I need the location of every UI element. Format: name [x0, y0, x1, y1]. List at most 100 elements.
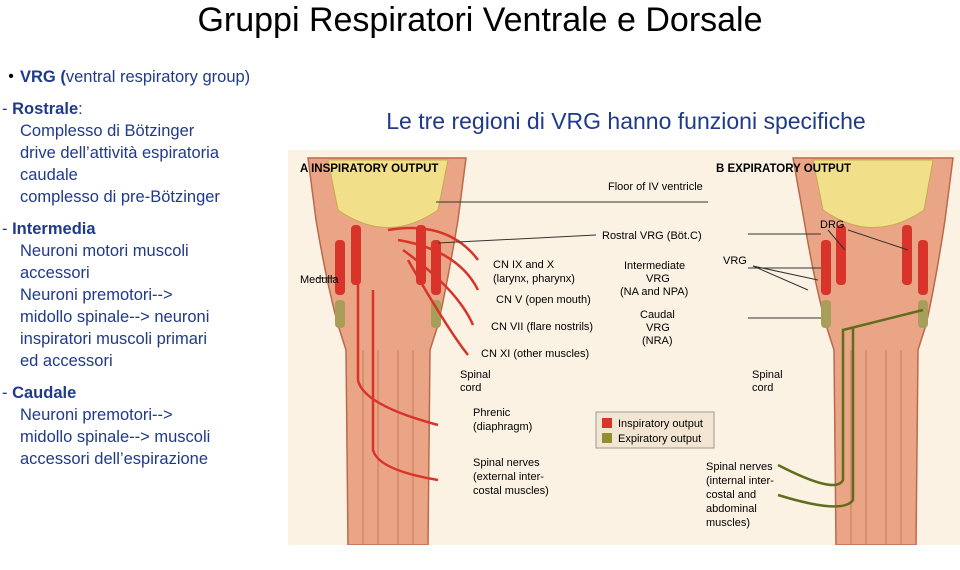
output-path-red: [387, 226, 479, 261]
section-line: Neuroni premotori-->: [20, 406, 173, 424]
legend-swatch-expiratory: [602, 433, 612, 443]
section-line: Complesso di Bötzinger: [20, 122, 195, 140]
panel-b-label: B EXPIRATORY OUTPUT: [716, 163, 851, 175]
intermediate-vrg-line: (NA and NPA): [620, 286, 688, 298]
section-line: inspiratori muscoli primari: [20, 330, 208, 348]
vrg-abbrev: VRG (: [20, 68, 66, 86]
brainstem-diagram: A INSPIRATORY OUTPUT B EXPIRATORY OUTPUT…: [300, 157, 954, 546]
slide-title: Gruppi Respiratori Ventrale e Dorsale: [197, 1, 763, 39]
panel-a-label: A INSPIRATORY OUTPUT: [300, 163, 438, 175]
drg-column-right-a: [836, 225, 846, 285]
vrg-bullet: • VRG (ventral respiratory group): [2, 66, 284, 88]
vrg-column-left-a: [335, 240, 345, 295]
iv-ventricle-left: [327, 159, 449, 228]
vrg-pointer: [752, 265, 819, 281]
section-rostrale: - Rostrale: Complesso di Bötzinger drive d…: [2, 98, 284, 208]
caudal-vrg-left-a: [335, 300, 345, 328]
expiratory-path: [777, 308, 924, 487]
rostral-vrg-pointer: [437, 234, 597, 244]
floor-label: Floor of IV ventricle: [608, 181, 703, 193]
section-line: accessori: [20, 264, 90, 282]
iv-ventricle-right: [812, 159, 934, 228]
intermediate-vrg-line: Intermediate: [624, 260, 685, 272]
spinal-cord-right-label: cord: [752, 382, 773, 394]
rostral-vrg-label: Rostral VRG (Böt.C): [602, 230, 702, 242]
vrg-column-left-b: [431, 240, 441, 295]
section-line: ed accessori: [20, 352, 113, 370]
section-suffix: :: [78, 100, 83, 118]
section-heading: - Rostrale:: [2, 98, 284, 120]
section-heading: - Caudale: [2, 382, 284, 404]
section-prefix: -: [2, 220, 13, 238]
intermediate-vrg-line: VRG: [646, 273, 670, 285]
medulla-label: Medulla: [300, 274, 339, 286]
spinal-nerves-left-line: Spinal nerves: [473, 457, 540, 469]
spinal-nerves-left-line: costal muscles): [473, 485, 549, 497]
section-line: midollo spinale--> neuroni: [20, 308, 210, 326]
vrg-bullet-text: VRG (ventral respiratory group): [20, 66, 250, 88]
cn-v-label: CN V (open mouth): [496, 294, 591, 306]
caudal-vrg-line: (NRA): [642, 335, 673, 347]
brainstem-figure: A INSPIRATORY OUTPUT B EXPIRATORY OUTPUT…: [288, 150, 960, 546]
figure-subtitle: Le tre regioni di VRG hanno funzioni spe…: [386, 108, 866, 134]
caudal-vrg-left-b: [431, 300, 441, 328]
section-heading-text: Caudale: [12, 384, 77, 402]
section-heading: - Intermedia: [2, 218, 284, 240]
spinal-nerves-right-line: abdominal: [706, 503, 757, 515]
section-line: caudale: [20, 166, 78, 184]
legend-inspiratory: Inspiratory output: [618, 418, 703, 430]
section-line: accessori dell’espirazione: [20, 450, 209, 468]
drg-label: DRG: [820, 219, 844, 231]
phrenic-path: [356, 280, 439, 427]
phrenic-label: (diaphragm): [473, 421, 532, 433]
output-path-red: [397, 238, 480, 291]
spinal-nerves-right-line: costal and: [706, 489, 756, 501]
spinal-nerves-right-line: Spinal nerves: [706, 461, 773, 473]
section-prefix: -: [2, 384, 13, 402]
drg-pointer: [827, 229, 846, 251]
spinal-nerves-right-line: muscles): [706, 517, 750, 529]
spinal-cord-left-label: cord: [460, 382, 481, 394]
legend: Inspiratory output Expiratory output: [595, 411, 715, 449]
cn-ix-x-label: CN IX and X: [493, 259, 555, 271]
drg-column-left-a: [351, 225, 361, 285]
cn-vii-label: CN VII (flare nostrils): [491, 321, 593, 333]
left-text-panel: • VRG (ventral respiratory group) - Rost…: [2, 66, 284, 470]
legend-expiratory: Expiratory output: [618, 433, 701, 445]
section-line: drive dell’attività espiratoria: [20, 144, 220, 162]
section-heading-text: Intermedia: [12, 220, 96, 238]
section-prefix: -: [2, 100, 13, 118]
section-line: Neuroni premotori-->: [20, 286, 173, 304]
drg-pointer: [847, 229, 909, 251]
cn-xi-label: CN XI (other muscles): [481, 348, 589, 360]
output-path-red: [406, 259, 469, 356]
caudal-vrg-line: VRG: [646, 322, 670, 334]
legend-swatch-inspiratory: [602, 418, 612, 428]
drg-column-right-b: [902, 225, 912, 285]
section-line: Neuroni motori muscoli: [20, 242, 189, 260]
brainstem-right: [777, 157, 954, 546]
vrg-expansion: ventral respiratory group): [65, 68, 251, 86]
bullet-dot: •: [8, 68, 14, 85]
drg-column-left-b: [416, 225, 426, 285]
intercostal-path: [371, 290, 439, 482]
vrg-pointer: [752, 265, 809, 291]
vrg-column-right-b: [918, 240, 928, 295]
section-line: complesso di pre-Bötzinger: [20, 188, 220, 206]
section-heading-text: Rostrale: [12, 100, 79, 118]
expiratory-path: [777, 328, 855, 508]
caudal-vrg-right-b: [918, 300, 928, 328]
spinal-cord-right-label: Spinal: [752, 369, 783, 381]
legend-box: [595, 411, 715, 449]
vrg-sections: - Rostrale: Complesso di Bötzinger drive d…: [2, 98, 284, 470]
output-path-red: [402, 248, 475, 326]
caudal-vrg-right-a: [821, 300, 831, 328]
spinal-cord-left-label: Spinal: [460, 369, 491, 381]
section-line: midollo spinale--> muscoli: [20, 428, 211, 446]
vrg-column-right-a: [821, 240, 831, 295]
spinal-nerves-left-line: (external inter-: [473, 471, 544, 483]
vrg-label: VRG: [723, 255, 747, 267]
phrenic-label: Phrenic: [473, 407, 511, 419]
spinal-nerves-right-line: (internal inter-: [706, 475, 774, 487]
